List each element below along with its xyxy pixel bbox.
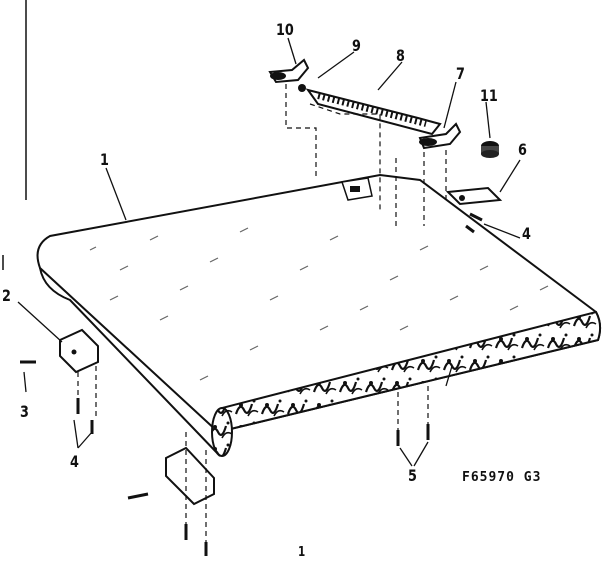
callout-7: 7 xyxy=(456,64,465,83)
callout-3: 3 xyxy=(20,402,29,421)
callout-8: 8 xyxy=(396,46,405,65)
trim-bar xyxy=(305,88,442,136)
callout-10: 10 xyxy=(276,20,294,39)
callout-6: 6 xyxy=(518,140,527,159)
alignment-lines xyxy=(77,84,447,544)
bracket-left xyxy=(59,328,99,374)
bottom-mark: 1 xyxy=(298,545,306,560)
screw-bottom-left xyxy=(127,492,149,500)
callout-5: 5 xyxy=(408,466,417,485)
callout-11: 11 xyxy=(480,86,498,105)
callout-9: 9 xyxy=(352,36,361,55)
screws-right xyxy=(465,212,483,234)
shelf-board xyxy=(36,173,602,457)
leader-lines xyxy=(17,37,521,467)
callout-4-right: 4 xyxy=(522,224,531,243)
bumper xyxy=(481,141,499,158)
screws-5 xyxy=(396,424,430,446)
callout-1: 1 xyxy=(100,150,109,169)
bracket-bottom xyxy=(165,446,215,506)
clip-right xyxy=(418,122,462,150)
callout-4-left: 4 xyxy=(70,452,79,471)
screws-left xyxy=(76,398,94,434)
screw-9 xyxy=(298,84,306,92)
callout-2: 2 xyxy=(2,286,11,305)
figure-code: F65970 G3 xyxy=(462,470,542,485)
clip-left xyxy=(268,58,310,84)
bracket-right xyxy=(445,186,503,206)
